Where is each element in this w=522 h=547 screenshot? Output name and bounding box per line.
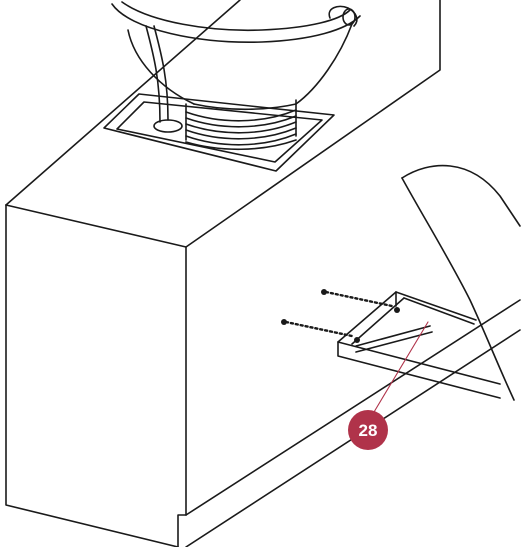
callout-circle bbox=[348, 410, 388, 450]
callout-label: 28 bbox=[359, 421, 378, 440]
screw-dot-upper-start bbox=[321, 289, 327, 295]
basin-rim-inner bbox=[121, 1, 351, 32]
screw-hole-upper bbox=[394, 307, 400, 313]
drain-ring bbox=[185, 139, 297, 151]
basin-bowl-bottom bbox=[193, 103, 297, 111]
screw-guide-line-lower bbox=[284, 320, 354, 338]
basin-bowl-right bbox=[295, 23, 353, 105]
panel-outer-curve bbox=[401, 164, 521, 227]
supply-hose bbox=[145, 25, 183, 133]
side-panel bbox=[401, 164, 521, 401]
drain-ring bbox=[185, 115, 297, 128]
cabinet-top-left-edge bbox=[5, 0, 241, 206]
rail-inner-long bbox=[403, 297, 475, 325]
sink-cutout bbox=[103, 93, 335, 172]
hose-collar bbox=[153, 119, 183, 133]
cutout-inner-frame bbox=[116, 101, 323, 163]
rail-top-front bbox=[337, 291, 501, 399]
cabinet-top-outline bbox=[5, 0, 441, 248]
hose-right-line bbox=[153, 25, 169, 121]
sink-basin bbox=[111, 1, 361, 111]
screw-guide-line-upper bbox=[324, 290, 394, 308]
drain-ring bbox=[185, 109, 297, 122]
drain-ring bbox=[185, 133, 297, 146]
cutout-outer-frame bbox=[103, 93, 335, 172]
basin-handle-knob bbox=[342, 8, 356, 26]
cabinet-front-face bbox=[5, 204, 179, 547]
cabinet bbox=[5, 0, 521, 547]
screw-hole-lower bbox=[354, 337, 360, 343]
mounting-rail bbox=[337, 291, 501, 399]
screw-guides bbox=[284, 290, 394, 338]
drain-ring bbox=[185, 127, 297, 140]
drain-ring bbox=[185, 121, 297, 134]
rail-bar-lower bbox=[355, 331, 433, 353]
cabinet-plinth bbox=[177, 514, 187, 547]
basin-handle bbox=[328, 5, 358, 27]
callout-leader bbox=[373, 321, 429, 413]
basin-rim-front bbox=[111, 3, 361, 43]
panel-inner-curve bbox=[401, 177, 515, 401]
screw-dot-lower-start bbox=[281, 319, 287, 325]
drain-fitting bbox=[185, 99, 297, 151]
cabinet-side-bottom bbox=[185, 299, 521, 516]
hose-left-line bbox=[145, 25, 161, 123]
rail-top-back bbox=[395, 291, 477, 321]
rail-bar bbox=[355, 325, 431, 347]
basin-bowl-left bbox=[127, 29, 195, 105]
callout-badge: 28 bbox=[348, 410, 388, 450]
